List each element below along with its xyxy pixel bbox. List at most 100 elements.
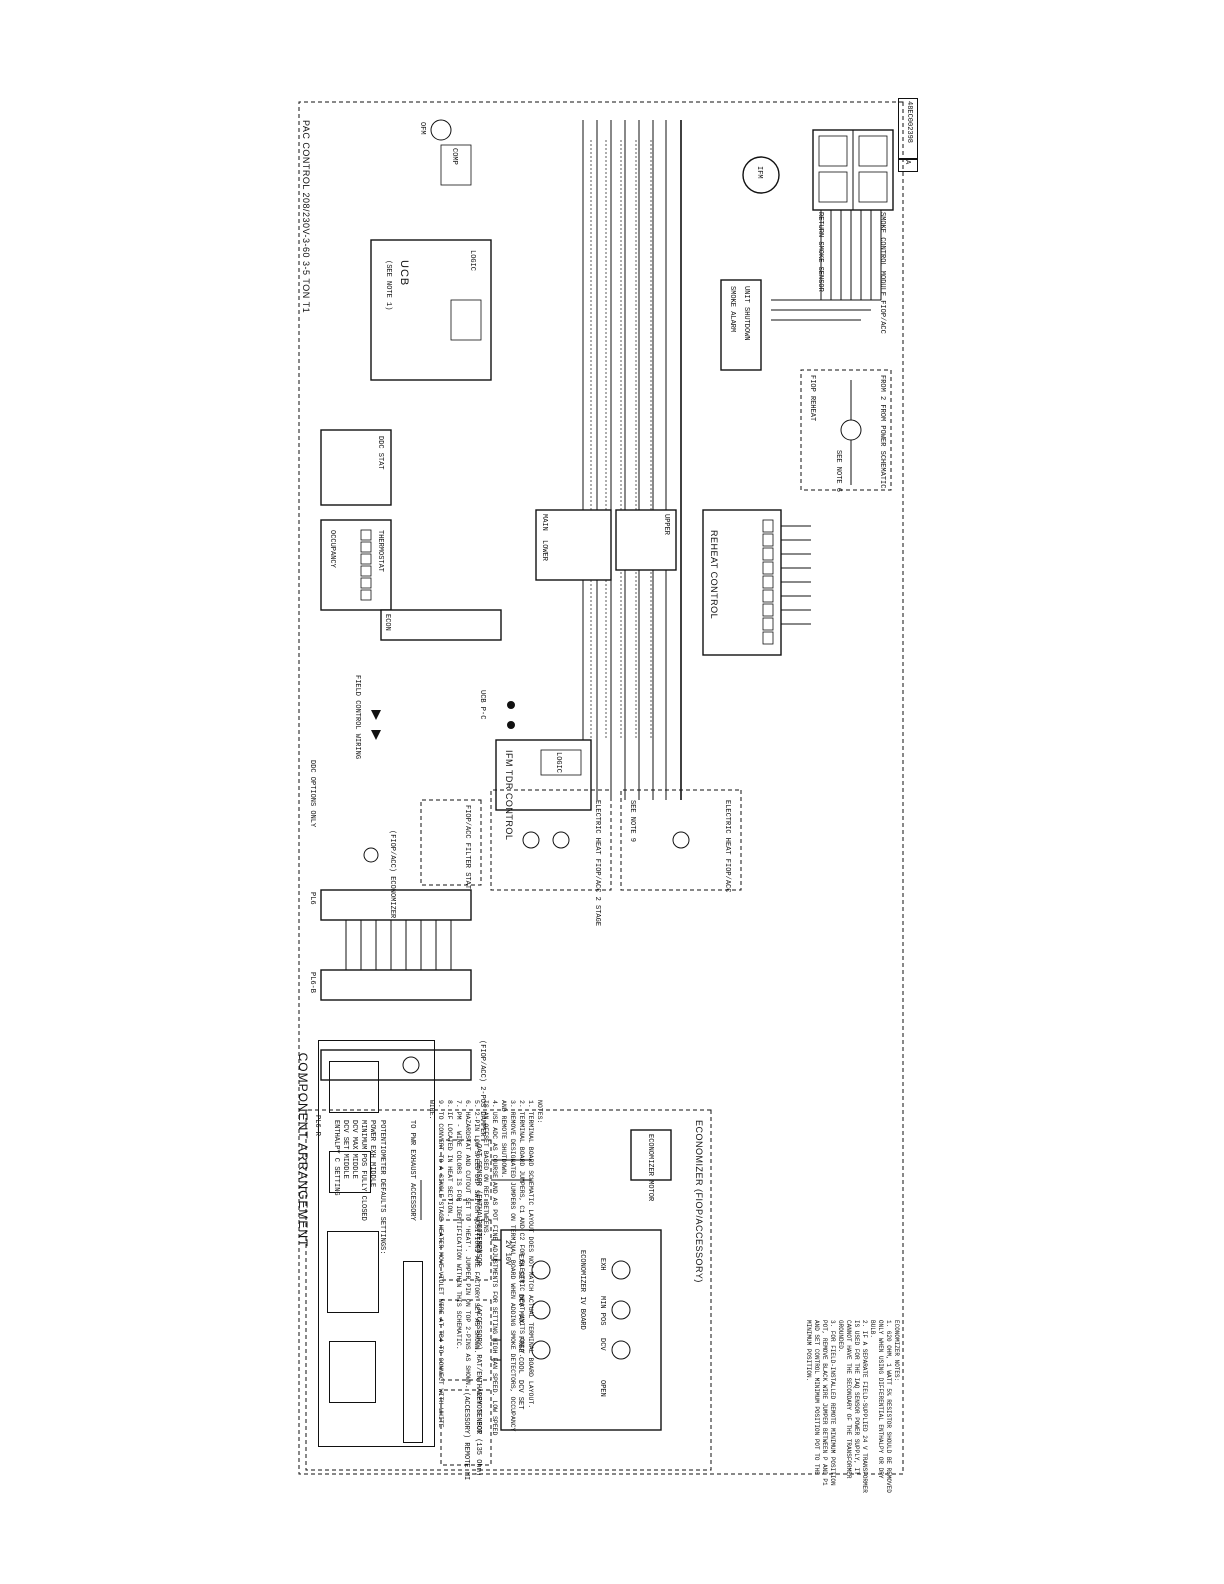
unit-shutdown-label: UNIT SHUTDOWN bbox=[742, 286, 750, 341]
reheat-control-board: REHEAT CONTROL bbox=[702, 509, 811, 656]
ifm-tdr-control: IFM TDR CONTROL LOGIC bbox=[495, 739, 592, 840]
reheat-control-label: REHEAT CONTROL bbox=[709, 530, 719, 619]
econ-default-2: MINIMUM POS FULLY CLOSED bbox=[359, 1120, 367, 1221]
note-3: 3. REMOVE DESIGNATED JUMPERS ON TERMINAL… bbox=[500, 1100, 516, 1432]
drawing-number: 48EC002398 bbox=[905, 101, 913, 144]
reheat-terminal-strip bbox=[762, 519, 774, 645]
pl6-r-connector: PL6-R bbox=[313, 1115, 321, 1137]
fiop-reheat-label: FIOP REHEAT bbox=[808, 375, 816, 421]
wiring-diagram-svg: SMOKE CONTROL MODULE FIOP/ACC RETURN SMO… bbox=[298, 101, 904, 1480]
econ-note-2: 2. IF A SEPARATE FIELD-SUPPLIED 24 V TRA… bbox=[837, 1320, 868, 1493]
dcv-label: DCV bbox=[598, 1338, 606, 1351]
free-cool-label: FREE COOL bbox=[516, 1336, 524, 1374]
dcv-set-label: DCV SET bbox=[516, 1380, 524, 1409]
see-note-9-label: SEE NOTE 9 bbox=[628, 800, 636, 842]
drawing-rev-box: A bbox=[898, 158, 918, 172]
drawing-id: PAC CONTROL 208/230V-3-60 3-5 TON T1 bbox=[301, 120, 311, 313]
econ-board-label: ECONOMIZER IV BOARD bbox=[578, 1250, 586, 1330]
indoor-fan-motor: IFM bbox=[742, 156, 780, 194]
drawing-number-box: 48EC002398 bbox=[898, 98, 918, 160]
logic-label: LOGIC bbox=[468, 250, 476, 271]
econ-defaults-header: POTENTIOMETER DEFAULTS SETTINGS: bbox=[378, 1120, 386, 1254]
electric-heat-1: ELECTRIC HEAT FIOP/ACC SEE NOTE 9 bbox=[620, 789, 742, 892]
note-2: 2. TERMINAL BOARD JUMPERS, C1 AND C2 FOR… bbox=[518, 1100, 525, 1358]
ucb-pc-label: UCB P-C bbox=[478, 690, 486, 719]
open-label: OPEN bbox=[598, 1380, 606, 1397]
econ-notes-block: ECONOMIZER NOTES: 1. 620 OHM, 1 WATT 5% … bbox=[804, 1320, 900, 1500]
disconnect-option-box bbox=[403, 1261, 423, 1443]
comp-label: COMP bbox=[450, 148, 458, 165]
notes-header: NOTES: bbox=[536, 1100, 543, 1124]
occupancy-label: OCCUPANCY bbox=[328, 530, 336, 569]
compressor-ofm-area: OFM COMP bbox=[418, 119, 472, 186]
economizer-section-title: ECONOMIZER (FIOP/ACCESSORY) bbox=[694, 1120, 704, 1283]
fiop-econ-label: (FIOP/ACC) ECONOMIZER bbox=[388, 830, 396, 919]
thermostat-label: THERMOSTAT bbox=[376, 530, 384, 572]
from-2-power-label: FROM 2 FROM POWER SCHEMATIC bbox=[878, 375, 886, 488]
wiring-diagram-drawing: SMOKE CONTROL MODULE FIOP/ACC RETURN SMO… bbox=[291, 100, 911, 1480]
damper-label: (FIOP/ACC) 2-POS DAMPER bbox=[478, 1040, 486, 1137]
econ-notes-wrap: ECONOMIZER NOTES: 1. 620 OHM, 1 WATT 5% … bbox=[805, 1320, 900, 1493]
economizer-section: ECONOMIZER (FIOP/ACCESSORY) ECONOMIZER M… bbox=[305, 1109, 712, 1480]
pl6-b-label: PL6-B bbox=[308, 972, 316, 993]
drawing-boundary bbox=[298, 101, 904, 1475]
pl6-label: PL6 bbox=[308, 892, 316, 905]
exh-set-label: EXH SET bbox=[516, 1254, 524, 1283]
dcv-max-label: DCV MAX bbox=[516, 1294, 524, 1324]
notes-block: NOTES: 1. TERMINAL BOARD SCHEMATIC LAYOU… bbox=[427, 1100, 544, 1440]
econ-notes-header: ECONOMIZER NOTES: bbox=[893, 1320, 900, 1382]
upper-connector: UPPER bbox=[615, 509, 677, 571]
see-note-6-label: SEE NOTE 6 bbox=[834, 450, 842, 492]
econ-default-5: ENTHALPY C SETTING bbox=[332, 1120, 340, 1196]
pl6-connector: PL6 bbox=[308, 889, 472, 970]
main-wiring-bundles bbox=[582, 120, 682, 800]
filter-status-label: FIOP/ACC FILTER STATUS bbox=[463, 805, 471, 897]
econ-note-1: 1. 620 OHM, 1 WATT 5% RESISTOR SHOULD BE… bbox=[869, 1320, 892, 1493]
ddc-stat-block: DDC STAT bbox=[320, 429, 392, 506]
component-arrangement-title: COMPONENT ARRANGEMENT bbox=[296, 1052, 310, 1248]
econ-label: ECON bbox=[383, 614, 391, 631]
reheat-power-section: FROM 2 FROM POWER SCHEMATIC FIOP REHEAT … bbox=[800, 369, 892, 492]
thermostat-block: THERMOSTAT OCCUPANCY bbox=[320, 519, 392, 611]
ucb-title: UCB bbox=[398, 260, 410, 286]
econ-default-4: DCV SET MIDDLE bbox=[341, 1120, 349, 1179]
ofm-label: OFM bbox=[418, 122, 426, 135]
upper-label: UPPER bbox=[662, 514, 670, 536]
note-7: 7. PM - WIRE COLORS IS FOR IDENTIFICATIO… bbox=[455, 1100, 462, 1350]
field-control-label: FIELD CONTROL WIRING bbox=[353, 675, 361, 759]
smoke-control-module: SMOKE CONTROL MODULE FIOP/ACC RETURN SMO… bbox=[812, 129, 894, 334]
electric-heat-1-label: ELECTRIC HEAT FIOP/ACC bbox=[723, 800, 731, 892]
econ-motor-label: ECONOMIZER MOTOR bbox=[646, 1134, 654, 1202]
fiop-acc-box bbox=[327, 1231, 379, 1313]
return-smoke-label: RETURN SMOKE SENSOR bbox=[816, 212, 824, 293]
note-4: 4. USE ADC AS COURSE AND AS POT FINE ADJ… bbox=[482, 1100, 498, 1436]
field-control-markers: FIELD CONTROL WIRING DDC OPTIONS ONLY UC… bbox=[308, 675, 515, 828]
two-pos-damper: (FIOP/ACC) 2-POS DAMPER bbox=[320, 1040, 486, 1137]
note-5: 5. 2-PIN LOW SPEED DIP SWITCH POSITIONS … bbox=[473, 1100, 480, 1354]
ddc-options-label: DDC OPTIONS ONLY bbox=[308, 760, 316, 828]
econ-connector: ECON bbox=[380, 609, 502, 641]
unit-shutdown-module: UNIT SHUTDOWN SMOKE ALARM bbox=[720, 279, 762, 371]
smoke-wire-bundle bbox=[771, 210, 882, 321]
note-1: 1. TERMINAL BOARD SCHEMATIC LAYOUT DOES … bbox=[527, 1100, 534, 1409]
tdr-logic-label: LOGIC bbox=[554, 752, 562, 773]
terminal-board-box bbox=[329, 1341, 376, 1403]
ifm-tdr-label: IFM TDR CONTROL bbox=[504, 750, 514, 840]
component-arrangement-panel bbox=[318, 1040, 435, 1447]
ten-v-label: 2V 10V bbox=[503, 1240, 511, 1266]
drawing-id-block: PAC CONTROL 208/230V-3-60 3-5 TON T1 bbox=[301, 120, 311, 313]
accessory-remote-label: (ACCESSORY) REMOTE MIN POSITION POT bbox=[462, 1392, 470, 1480]
smoke-alarm-label: SMOKE ALARM bbox=[728, 286, 736, 332]
note-8: 8. IF LOCATED IN HEAT SECTION. bbox=[446, 1100, 453, 1218]
electric-heat-2: ELECTRIC HEAT FIOP/ACC 2 STAGE bbox=[490, 789, 612, 926]
econ-note-3: 3. FOR FIELD-INSTALLED REMOTE MINIMUM PO… bbox=[805, 1320, 836, 1486]
ddc-stat-label: DDC STAT bbox=[376, 436, 384, 470]
electric-heat-2-label: ELECTRIC HEAT FIOP/ACC 2 STAGE bbox=[593, 800, 601, 926]
ucb-note: (SEE NOTE 1) bbox=[384, 260, 392, 310]
ucb-board: UCB (SEE NOTE 1) LOGIC bbox=[370, 239, 492, 381]
econ-default-3: DCV MAX MIDDLE bbox=[350, 1120, 358, 1179]
notes-wrap: NOTES: 1. TERMINAL BOARD SCHEMATIC LAYOU… bbox=[428, 1100, 544, 1445]
fiop-acc-economizer: (FIOP/ACC) ECONOMIZER bbox=[363, 830, 396, 919]
ifm-label: IFM bbox=[755, 166, 763, 179]
